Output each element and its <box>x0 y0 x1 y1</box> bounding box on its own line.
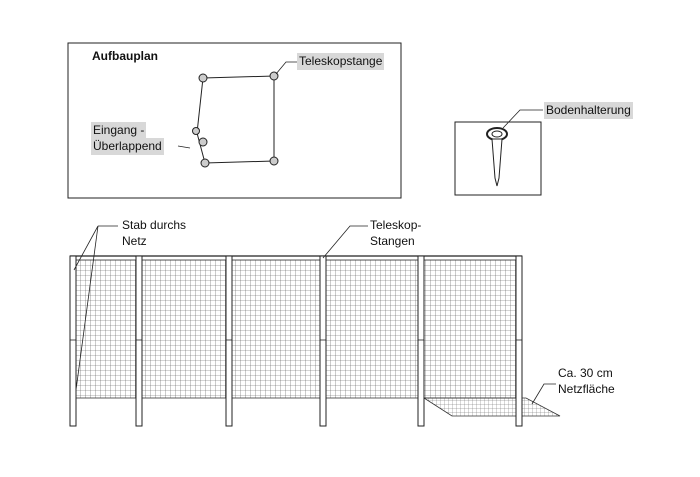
plan-title: Aufbauplan <box>92 49 158 63</box>
rod-label-line2: Netz <box>122 234 147 248</box>
fence-pole-2 <box>135 255 143 427</box>
anchor-leader <box>502 109 543 129</box>
plan-pole-entrance <box>198 137 208 147</box>
net-panel-4 <box>325 259 419 399</box>
plan-entrance-label-line2: Überlappend <box>91 138 164 155</box>
plan-frame <box>67 42 402 199</box>
anchor-label: Bodenhalterung <box>544 102 633 119</box>
rod-label-line1: Stab durchs <box>122 218 187 232</box>
poles-leader <box>322 225 368 259</box>
net-panel-5 <box>423 259 517 399</box>
ground-net-leader <box>531 383 556 405</box>
plan-pole-bottom-right <box>269 156 279 166</box>
fence-pole-4 <box>319 255 327 427</box>
plan-enclosure-outline <box>196 75 275 164</box>
anchor-ring <box>486 127 508 141</box>
plan-entrance-leader <box>177 145 191 149</box>
net-panel-2 <box>141 259 227 399</box>
poles-label-line1: Teleskop- <box>370 218 422 232</box>
fence-pole-5 <box>417 255 425 427</box>
net-panel-3 <box>231 259 321 399</box>
ground-net-label-line2: Netzfläche <box>558 382 615 396</box>
plan-entrance-label-line1: Eingang - <box>91 122 147 139</box>
fence-pole-1 <box>69 255 77 427</box>
plan-pole-label: Teleskopstange <box>297 53 385 70</box>
plan-pole-entrance-2 <box>192 127 200 135</box>
fence-drawing <box>69 225 561 427</box>
ground-net-area <box>422 397 561 417</box>
anchor-frame <box>454 121 542 196</box>
plan-pole-bottom-left <box>200 158 210 168</box>
plan-pole-top-left <box>198 73 208 83</box>
net-panel-1 <box>75 259 139 399</box>
poles-label-line2: Stangen <box>370 234 415 248</box>
fence-pole-6 <box>515 255 523 427</box>
anchor-ring-inner <box>491 130 503 138</box>
ground-net-label-line1: Ca. 30 cm <box>558 366 613 380</box>
anchor-spike <box>491 138 503 187</box>
rod-leader-2 <box>75 225 99 391</box>
fence-pole-3 <box>225 255 233 427</box>
plan-pole-leader <box>275 61 298 75</box>
rod-leader-1 <box>73 225 99 271</box>
